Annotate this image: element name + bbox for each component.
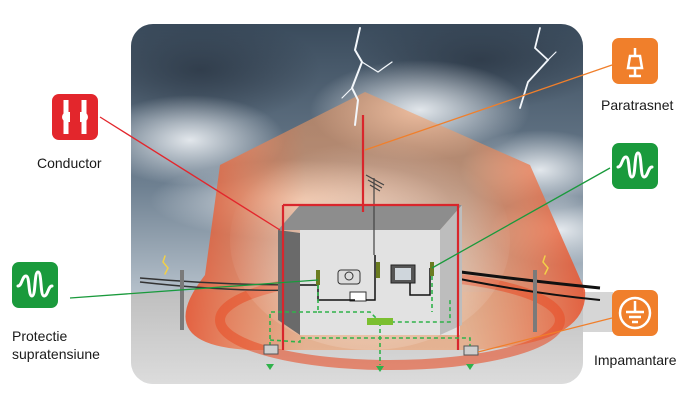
house: [278, 205, 462, 335]
conductor-label: Conductor: [37, 155, 102, 171]
surge-protection-icon-left: [12, 262, 58, 308]
lightning-rod-mast: [361, 115, 385, 255]
paratrasnet-label: Paratrasnet: [601, 97, 674, 113]
appliances: [337, 264, 416, 302]
surge-protection-icon-right: [612, 143, 658, 189]
conductor-icon: [52, 94, 98, 140]
lightning-bolts: [162, 27, 557, 275]
ground-electrodes: [263, 344, 479, 372]
earth-ground-icon: [612, 290, 658, 336]
ground-bar: [367, 318, 393, 325]
protectie-label-line2: supratensiune: [12, 346, 100, 362]
down-conductors: [281, 203, 460, 350]
callout-lines: [69, 64, 613, 353]
lightning-rod-icon: [612, 38, 658, 84]
protectie-label-line1: Protectie: [12, 328, 68, 344]
impamantare-label: Impamantare: [594, 352, 677, 368]
